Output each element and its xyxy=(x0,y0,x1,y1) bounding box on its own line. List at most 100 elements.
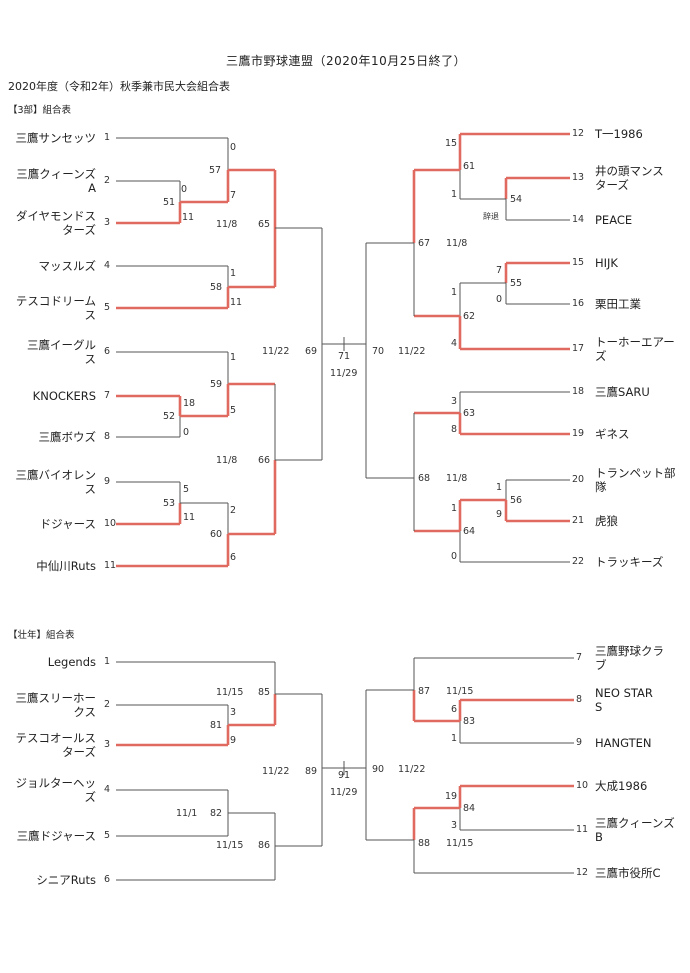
score-label: 56 xyxy=(510,495,523,506)
score-label: 7 xyxy=(496,265,503,276)
team-name-left-6: シニアRuts xyxy=(36,873,96,887)
team-name-left-9: 三鷹バイオレン ス xyxy=(15,468,97,496)
team-number-left-4: 4 xyxy=(104,784,111,795)
team-number-right-22: 22 xyxy=(572,556,585,567)
score-label: 5 xyxy=(230,405,237,416)
team-number-left-8: 8 xyxy=(104,431,111,442)
score-label: 82 xyxy=(210,808,223,819)
score-label: 11/8 xyxy=(216,219,238,230)
team-number-left-5: 5 xyxy=(104,830,111,841)
score-label: 0 xyxy=(230,142,237,153)
score-label: 11/8 xyxy=(216,455,238,466)
score-label: 11/22 xyxy=(262,346,290,357)
score-label: 68 xyxy=(418,473,431,484)
team-name-right-14: PEACE xyxy=(595,213,633,227)
page-title: 三鷹市野球連盟（2020年10月25日終了） xyxy=(226,54,467,68)
score-label: 8 xyxy=(451,424,458,435)
team-number-right-21: 21 xyxy=(572,515,585,526)
team-name-right-22: トラッキーズ xyxy=(595,555,664,569)
score-label: 86 xyxy=(258,840,271,851)
score-label: 辞退 xyxy=(483,212,499,221)
score-label: 15 xyxy=(445,138,458,149)
score-label: 6 xyxy=(451,704,458,715)
score-label: 70 xyxy=(372,346,385,357)
score-label: 63 xyxy=(463,408,476,419)
team-number-right-9: 9 xyxy=(576,737,583,748)
team-name-left-5: 三鷹ドジャース xyxy=(16,829,96,843)
team-number-right-19: 19 xyxy=(572,428,585,439)
score-label: 7 xyxy=(230,190,237,201)
score-label: 3 xyxy=(230,707,237,718)
team-name-left-1: 三鷹サンセッツ xyxy=(15,131,97,145)
team-number-left-6: 6 xyxy=(104,346,111,357)
team-number-left-6: 6 xyxy=(104,874,111,885)
score-label: 11/1 xyxy=(176,808,198,819)
team-name-left-5: テスコドリーム ス xyxy=(15,294,96,322)
score-label: 1 xyxy=(451,733,458,744)
team-name-right-20: トランペット部 隊 xyxy=(595,466,676,494)
score-label: 11/22 xyxy=(398,346,426,357)
team-name-left-6: 三鷹イーグル ス xyxy=(27,338,96,366)
score-label: 9 xyxy=(230,735,237,746)
score-label: 55 xyxy=(510,278,523,289)
team-number-left-7: 7 xyxy=(104,390,111,401)
team-name-left-2: 三鷹クィーンズ A xyxy=(16,167,96,195)
score-label: 51 xyxy=(163,197,176,208)
score-label: 87 xyxy=(418,686,431,697)
team-number-left-11: 11 xyxy=(104,560,117,571)
team-number-right-16: 16 xyxy=(572,298,585,309)
score-label: 65 xyxy=(258,219,271,230)
score-label: 11/15 xyxy=(446,686,474,697)
team-number-right-10: 10 xyxy=(576,780,589,791)
team-name-right-10: 大成1986 xyxy=(595,779,648,793)
score-label: 90 xyxy=(372,764,385,775)
team-number-right-17: 17 xyxy=(572,343,585,354)
team-number-right-13: 13 xyxy=(572,172,585,183)
score-label: 11 xyxy=(230,297,243,308)
score-label: 85 xyxy=(258,687,271,698)
team-name-right-16: 栗田工業 xyxy=(595,297,641,311)
tournament-subtitle: 2020年度（令和2年）秋季兼市民大会組合表 xyxy=(8,80,230,93)
score-label: 1 xyxy=(451,503,458,514)
team-name-left-7: KNOCKERS xyxy=(32,389,96,403)
score-label: 9 xyxy=(496,509,503,520)
score-label: 58 xyxy=(210,282,223,293)
score-label: 88 xyxy=(418,838,431,849)
team-number-right-11: 11 xyxy=(576,824,589,835)
team-name-right-13: 井の頭マンス ターズ xyxy=(595,164,664,192)
score-label: 0 xyxy=(496,294,503,305)
team-number-left-9: 9 xyxy=(104,476,111,487)
team-name-left-4: ジョルターヘッ ズ xyxy=(15,776,97,804)
score-label: 5 xyxy=(183,484,190,495)
team-name-right-18: 三鷹SARU xyxy=(595,385,650,399)
score-label: 19 xyxy=(445,791,458,802)
team-number-right-20: 20 xyxy=(572,474,585,485)
team-name-left-1: Legends xyxy=(47,655,96,669)
team-name-left-8: 三鷹ボウズ xyxy=(38,430,97,444)
score-label: 81 xyxy=(210,720,223,731)
team-name-left-4: マッスルズ xyxy=(38,259,97,273)
score-label: 60 xyxy=(210,529,223,540)
team-number-left-1: 1 xyxy=(104,656,111,667)
score-label: 54 xyxy=(510,194,523,205)
team-name-right-15: HIJK xyxy=(595,256,618,270)
score-label: 11/29 xyxy=(330,787,358,798)
score-label: 91 xyxy=(338,770,351,781)
score-label: 11/22 xyxy=(262,766,290,777)
team-number-right-18: 18 xyxy=(572,386,585,397)
score-label: 83 xyxy=(463,716,476,727)
team-number-left-3: 3 xyxy=(104,217,111,228)
score-label: 61 xyxy=(463,161,476,172)
score-label: 3 xyxy=(451,820,458,831)
team-name-right-21: 虎狼 xyxy=(595,514,618,528)
score-label: 64 xyxy=(463,526,476,537)
score-label: 89 xyxy=(305,766,318,777)
score-label: 53 xyxy=(163,498,176,509)
score-label: 2 xyxy=(230,505,237,516)
team-number-right-15: 15 xyxy=(572,257,585,268)
team-number-left-1: 1 xyxy=(104,132,111,143)
score-label: 52 xyxy=(163,411,176,422)
team-number-left-4: 4 xyxy=(104,260,111,271)
score-label: 0 xyxy=(183,427,190,438)
team-name-right-8: NEO STAR S xyxy=(595,686,653,714)
